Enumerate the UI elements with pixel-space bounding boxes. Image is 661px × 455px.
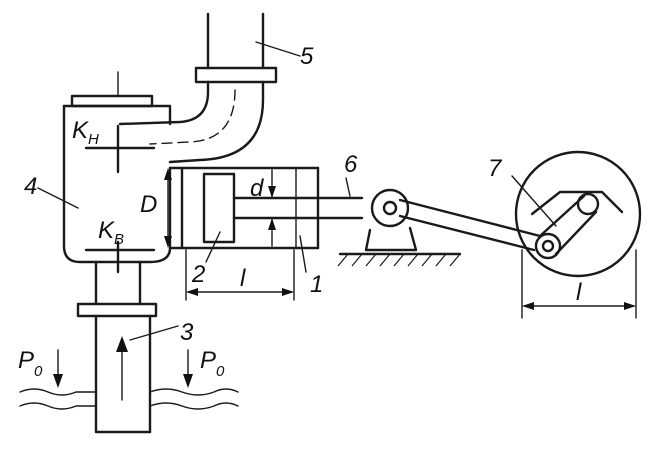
pressure-right-sub: 0 <box>216 363 225 380</box>
pressure-right-label: P <box>200 347 216 374</box>
label-part-1: 1 <box>310 271 323 298</box>
dimension-d: d <box>250 175 264 202</box>
crosshead-mount <box>337 188 542 267</box>
dimension-l-pump: l <box>240 265 246 292</box>
cylinder-assembly <box>164 166 364 301</box>
suction-pipe <box>76 260 158 434</box>
label-part-7: 7 <box>488 155 503 182</box>
label-part-5: 5 <box>300 43 314 70</box>
label-part-3: 3 <box>180 319 194 346</box>
pump-chamber <box>62 71 172 274</box>
dimension-D: D <box>140 191 157 218</box>
water-surface <box>19 388 239 410</box>
discharge-pipe <box>118 12 278 164</box>
pressure-arrows <box>53 349 193 388</box>
label-part-2: 2 <box>191 261 205 288</box>
valve-lower-label: K <box>98 217 115 244</box>
crank-wheel <box>514 150 642 319</box>
ground-hatching <box>337 253 461 267</box>
valve-lower-sub: В <box>114 231 124 248</box>
valve-upper-label: K <box>72 117 89 144</box>
valve-upper-sub: Н <box>88 131 99 148</box>
label-part-4: 4 <box>24 173 37 200</box>
dimension-l-crank: l <box>576 279 582 306</box>
pressure-left-sub: 0 <box>34 363 43 380</box>
pressure-left-label: P <box>18 347 34 374</box>
leader-lines <box>37 41 557 341</box>
label-part-6: 6 <box>344 151 358 178</box>
